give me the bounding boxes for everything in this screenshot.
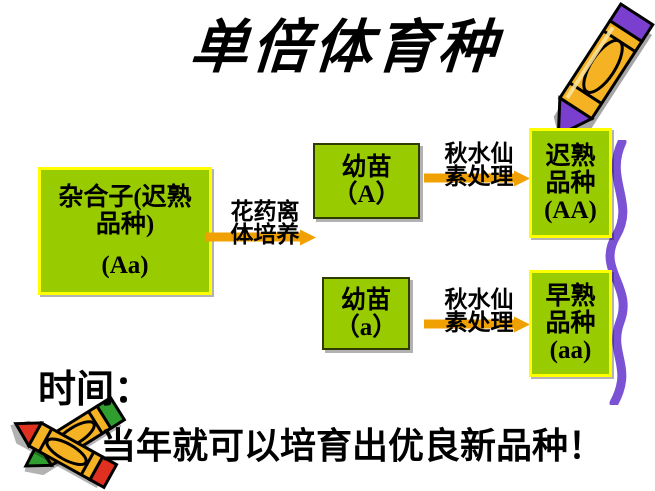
box-seedling-A-genotype: （A） [332, 181, 401, 208]
arrow-shape [424, 170, 530, 187]
box-early-line2: 品种 [545, 310, 596, 337]
box-early-genotype: (aa) [549, 337, 592, 364]
arrow-head [514, 170, 530, 187]
arrow-body [424, 173, 514, 183]
arrow-label-line2: 素处理 [444, 310, 514, 336]
box-seedling-a-line1: 幼苗 [340, 286, 391, 314]
arrow-colchicine-top: 秋水仙 素处理 [424, 142, 534, 214]
arrow-label-line2: 素处理 [444, 164, 514, 190]
box-seedling-a-genotype: （a） [334, 313, 398, 341]
box-early-line1: 早熟 [545, 283, 596, 310]
arrow-label-line2: 体培养 [230, 222, 300, 248]
box-late-maturing-variety: 迟熟 品种 (AA) [529, 128, 612, 238]
box-parent-line1: 杂合子(迟熟 [58, 183, 192, 211]
box-heterozygote-parent: 杂合子(迟熟 品种) (Aa) [38, 167, 212, 295]
arrow-label-line1: 秋水仙 [444, 141, 514, 166]
arrow-head [514, 316, 530, 333]
time-label: 时间： [38, 366, 153, 411]
arrow-label-line1: 花药离 [230, 199, 300, 224]
box-parent-genotype: (Aa) [101, 251, 149, 279]
box-seedling-a-lower: 幼苗 （a） [322, 277, 410, 350]
arrow-label-line1: 秋水仙 [444, 287, 514, 312]
arrow-head [300, 229, 316, 246]
box-seedling-a-upper: 幼苗 （A） [313, 143, 420, 219]
crayon-icon [553, 1, 655, 143]
box-late-line1: 迟熟 [545, 142, 596, 170]
box-early-maturing-variety: 早熟 品种 (aa) [529, 270, 612, 377]
box-seedling-A-line1: 幼苗 [341, 154, 392, 181]
squiggle-line-icon [605, 140, 628, 405]
arrow-body [206, 232, 300, 242]
arrow-shape [206, 229, 316, 246]
arrow-colchicine-top-label: 秋水仙 素处理 [424, 142, 534, 189]
arrow-shape [424, 316, 530, 333]
box-late-line2: 品种 [545, 169, 596, 197]
arrow-anther-culture: 花药离 体培养 [206, 200, 324, 274]
crossed-crayons-icon [10, 395, 127, 490]
box-late-genotype: (AA) [544, 196, 597, 224]
conclusion-text: 当年就可以培育出优良新品种！ [100, 425, 605, 467]
box-parent-line2: 品种) [95, 210, 155, 238]
arrow-colchicine-bottom: 秋水仙 素处理 [424, 288, 534, 360]
arrow-anther-culture-label: 花药离 体培养 [206, 200, 324, 247]
page-title: 单倍体育种 [187, 13, 503, 81]
arrow-colchicine-bottom-label: 秋水仙 素处理 [424, 288, 534, 335]
arrow-body [424, 319, 514, 329]
